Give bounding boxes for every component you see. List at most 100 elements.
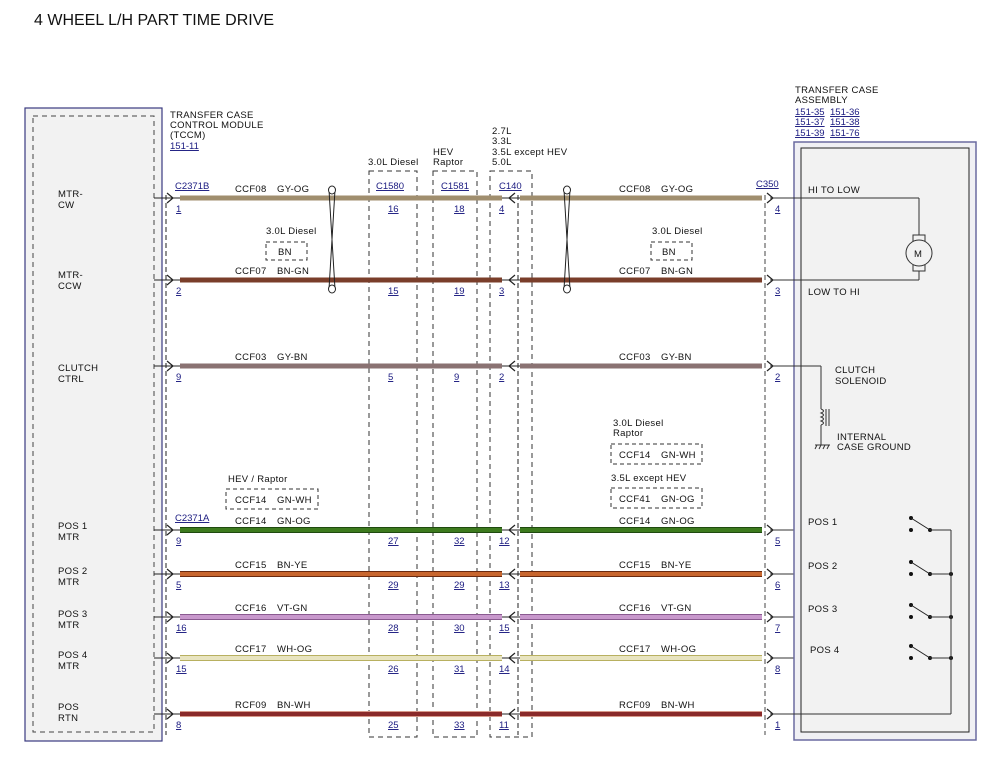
svg-text:HEV / Raptor: HEV / Raptor: [228, 474, 288, 485]
circuit-color: BN-GN: [661, 266, 693, 277]
wire-ccf14: [180, 527, 502, 533]
svg-text:3.0L Diesel: 3.0L Diesel: [652, 226, 702, 237]
tccm-pin-number[interactable]: 16: [176, 623, 187, 634]
c1581-pin-number[interactable]: 9: [454, 372, 459, 383]
switch-label: POS 4: [810, 645, 840, 656]
hi-to-low-label: HI TO LOW: [808, 185, 860, 196]
wire-group: [154, 192, 910, 720]
svg-text:GN-OG: GN-OG: [661, 494, 695, 505]
ref-link-151-35[interactable]: 151-35: [795, 107, 825, 118]
c350-pin-number[interactable]: 6: [775, 580, 780, 591]
c350-pin-number[interactable]: 8: [775, 664, 780, 675]
ref-link-151-36[interactable]: 151-36: [830, 107, 860, 118]
c350-pin-number[interactable]: 4: [775, 204, 780, 215]
tccm-ref-link[interactable]: 151-11: [170, 141, 199, 152]
c140-pin-number[interactable]: 2: [499, 372, 504, 383]
tccm-pin-number[interactable]: 2: [176, 286, 181, 297]
circuit-color: GY-BN: [661, 352, 692, 363]
c1580-link[interactable]: C1580: [376, 181, 404, 192]
wire-ccf17: [520, 655, 762, 661]
c350-pin-number[interactable]: 5: [775, 536, 780, 547]
c140-pin-number[interactable]: 4: [499, 204, 504, 215]
tccm-pin-number[interactable]: 9: [176, 372, 181, 383]
connector-arrow-icon: [508, 568, 516, 580]
c140-pin-number[interactable]: 13: [499, 580, 510, 591]
svg-text:BN: BN: [662, 247, 676, 258]
wire-ccf16: [520, 614, 762, 620]
circuit-color: GN-OG: [661, 516, 695, 527]
c1581-pin-number[interactable]: 32: [454, 536, 465, 547]
c140-pin-number[interactable]: 12: [499, 536, 510, 547]
svg-text:Raptor: Raptor: [613, 428, 643, 439]
c1580-pin-number[interactable]: 16: [388, 204, 399, 215]
c140-pin-number[interactable]: 15: [499, 623, 510, 634]
svg-text:3.0L Diesel: 3.0L Diesel: [266, 226, 316, 237]
connector-arrow-icon: [166, 708, 174, 720]
tccm-pin-number[interactable]: 5: [176, 580, 181, 591]
c1580-pin-number[interactable]: 15: [388, 286, 399, 297]
c1580-pin-number[interactable]: 27: [388, 536, 399, 547]
circuit-color: VT-GN: [277, 603, 308, 614]
circuit-id: CCF16: [235, 603, 267, 614]
circuit-color: GY-OG: [661, 184, 693, 195]
c350-link[interactable]: C350: [756, 179, 779, 190]
c140-pin-number[interactable]: 14: [499, 664, 510, 675]
wire-ccf07: [520, 277, 762, 283]
c1581-pin-number[interactable]: 29: [454, 580, 465, 591]
c1580-variant: 3.0L Diesel: [368, 157, 418, 168]
variant-note-left-hev: HEV / Raptor CCF14 GN-WH: [225, 474, 319, 510]
tccm-pin-number[interactable]: 1: [176, 204, 181, 215]
c350-pin-number[interactable]: 7: [775, 623, 780, 634]
c140-variant-line-3: 3.5L except HEV: [492, 147, 568, 158]
ref-link-151-39[interactable]: 151-39: [795, 128, 825, 139]
c1580-pin-number[interactable]: 28: [388, 623, 399, 634]
ref-link-151-38[interactable]: 151-38: [830, 117, 860, 128]
connector-arrow-icon: [166, 274, 174, 286]
circuit-id: CCF08: [235, 184, 267, 195]
svg-text:3.0L Diesel: 3.0L Diesel: [613, 418, 663, 429]
ref-link-151-76[interactable]: 151-76: [830, 128, 860, 139]
tccm-pin-number[interactable]: 15: [176, 664, 187, 675]
wire-ccf15: [520, 571, 762, 577]
c1580-pin-number[interactable]: 26: [388, 664, 399, 675]
wire-ccf03: [180, 363, 502, 369]
tccm-pin-number[interactable]: 9: [176, 536, 181, 547]
c350-pin-number[interactable]: 1: [775, 720, 780, 731]
switch-icon: [910, 561, 931, 575]
c140-link[interactable]: C140: [499, 181, 522, 192]
tccm-label-line-1: TRANSFER CASE: [170, 110, 254, 121]
clutch-solenoid-label-2: SOLENOID: [835, 376, 887, 387]
ground-label-2: CASE GROUND: [837, 442, 911, 453]
c1580-pin-number[interactable]: 25: [388, 720, 399, 731]
c140-pin-number[interactable]: 3: [499, 286, 504, 297]
tccm-pin-label: MTR-: [58, 189, 83, 200]
circuit-id: CCF08: [619, 184, 651, 195]
c2371b-link[interactable]: C2371B: [175, 181, 209, 192]
connector-arrow-icon: [508, 611, 516, 623]
tccm-pin-number[interactable]: 8: [176, 720, 181, 731]
c1581-pin-number[interactable]: 19: [454, 286, 465, 297]
c2371a-link[interactable]: C2371A: [175, 513, 210, 524]
svg-text:GN-WH: GN-WH: [661, 450, 696, 461]
c1581-pin-number[interactable]: 30: [454, 623, 465, 634]
connector-arrow-icon: [166, 192, 174, 204]
c1581-pin-number[interactable]: 18: [454, 204, 465, 215]
c1580-pin-number[interactable]: 5: [388, 372, 393, 383]
c140-pin-number[interactable]: 11: [499, 720, 509, 731]
motor-icon: M: [914, 249, 922, 260]
circuit-color: BN-YE: [661, 560, 692, 571]
c350-pin-number[interactable]: 3: [775, 286, 780, 297]
circuit-color: GN-OG: [277, 516, 311, 527]
c1581-pin-number[interactable]: 31: [454, 664, 465, 675]
c1580-pin-number[interactable]: 29: [388, 580, 399, 591]
c350-pin-number[interactable]: 2: [775, 372, 780, 383]
c1581-link[interactable]: C1581: [441, 181, 469, 192]
tccm-pin-label: MTR: [58, 620, 79, 631]
tccm-label-line-2: CONTROL MODULE: [170, 120, 264, 131]
ref-link-151-37[interactable]: 151-37: [795, 117, 825, 128]
circuit-color: BN-GN: [277, 266, 309, 277]
c1581-pin-number[interactable]: 33: [454, 720, 465, 731]
wire-ccf15: [180, 571, 502, 577]
